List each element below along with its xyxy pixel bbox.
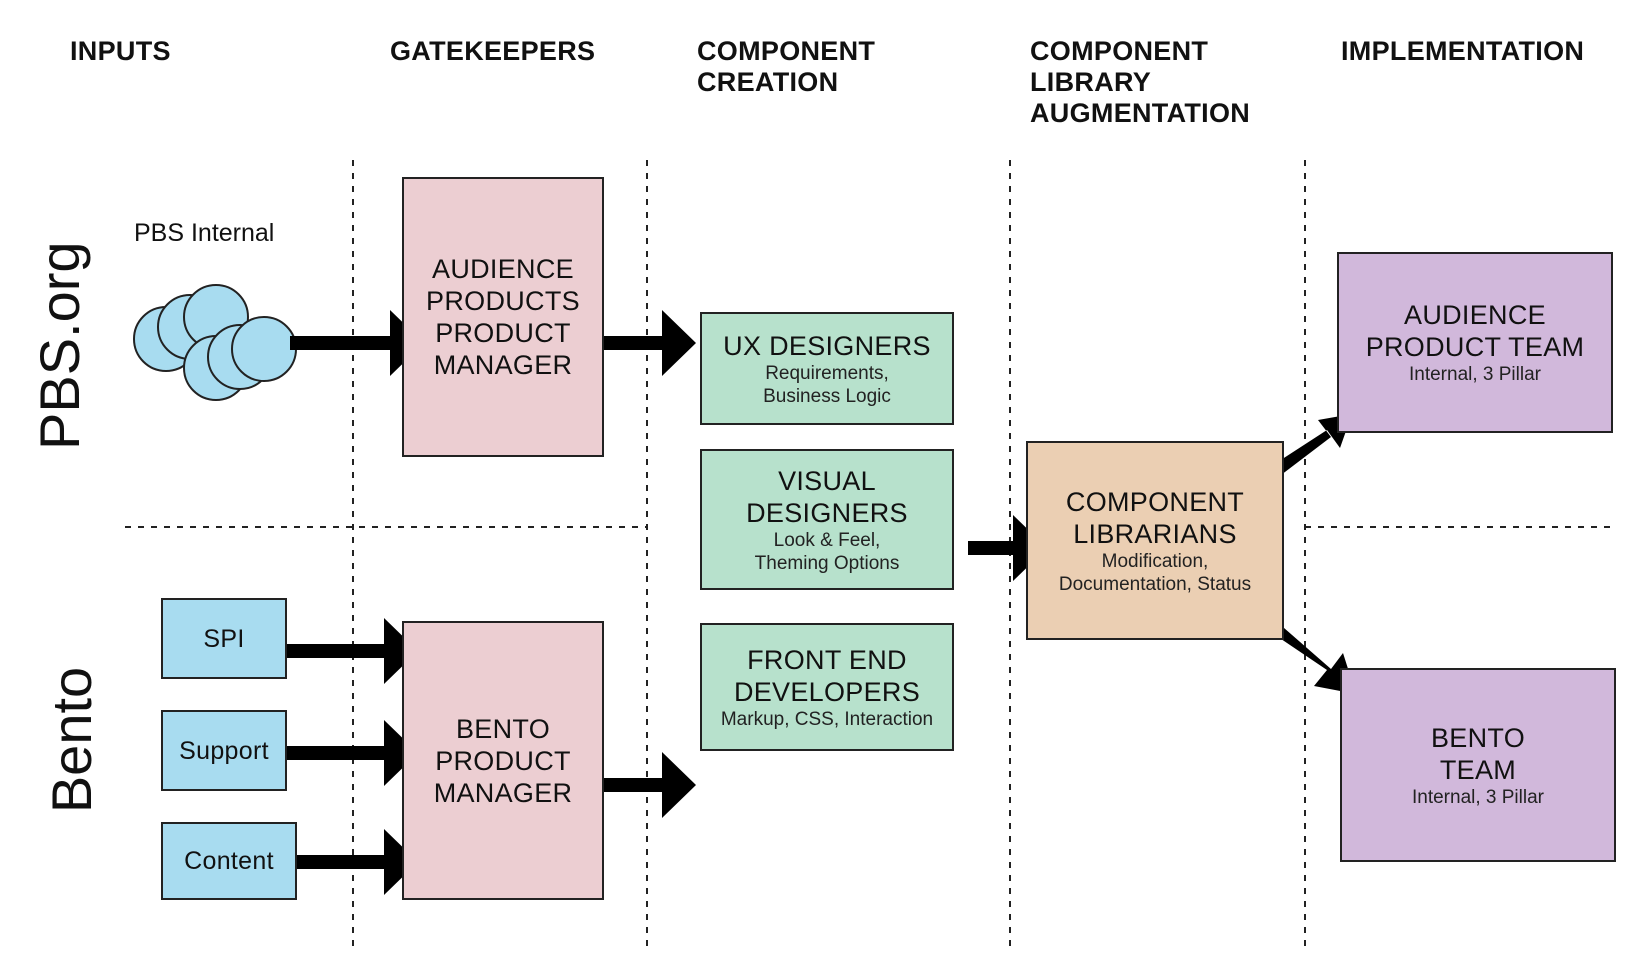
- front-end-developers: FRONT END DEVELOPERS Markup, CSS, Intera…: [700, 623, 954, 751]
- column-heading-inputs: INPUTS: [70, 36, 171, 66]
- front-end-developers-subtitle: Markup, CSS, Interaction: [720, 708, 934, 730]
- arrow-support-to-bento-pm: [278, 720, 418, 786]
- column-heading-gatekeepers: GATEKEEPERS: [390, 36, 596, 66]
- arrow-content-to-bento-pm: [278, 829, 418, 895]
- component-librarians-subtitle: Modification, Documentation, Status: [1058, 550, 1252, 595]
- ux-designers: UX DESIGNERS Requirements, Business Logi…: [700, 312, 954, 425]
- arrow-spi-to-bento-pm: [278, 618, 418, 684]
- ux-designers-title: UX DESIGNERS: [723, 330, 931, 361]
- component-librarians-title: COMPONENT LIBRARIANS: [1065, 486, 1245, 549]
- audience-products-product-manager: AUDIENCE PRODUCTS PRODUCT MANAGER: [402, 177, 604, 457]
- input-support-label: Support: [179, 736, 269, 765]
- column-heading-library-augmentation: COMPONENT LIBRARY AUGMENTATION: [1030, 36, 1251, 128]
- bento-team-subtitle: Internal, 3 Pillar: [1411, 786, 1544, 808]
- arrow-audience-pm-to-ux: [578, 310, 696, 376]
- cloud-icon: [133, 284, 297, 401]
- input-spi-label: SPI: [203, 624, 245, 653]
- column-heading-implementation: IMPLEMENTATION: [1341, 36, 1585, 66]
- visual-designers-title: VISUAL DESIGNERS: [746, 465, 908, 528]
- input-content: Content: [161, 822, 297, 900]
- input-spi: SPI: [161, 598, 287, 679]
- row-label-pbs: PBS.org: [28, 241, 91, 450]
- input-support: Support: [161, 710, 287, 791]
- arrow-cloud-to-audience-pm: [290, 310, 424, 376]
- component-librarians: COMPONENT LIBRARIANS Modification, Docum…: [1026, 441, 1284, 640]
- bento-product-manager: BENTO PRODUCT MANAGER: [402, 621, 604, 900]
- audience-product-team-subtitle: Internal, 3 Pillar: [1408, 364, 1541, 385]
- audience-product-team: AUDIENCE PRODUCT TEAM Internal, 3 Pillar: [1337, 252, 1613, 433]
- cloud-label: PBS Internal: [134, 219, 275, 247]
- front-end-developers-title: FRONT END DEVELOPERS: [733, 644, 921, 707]
- visual-designers-subtitle: Look & Feel, Theming Options: [754, 529, 900, 574]
- bento-team-title: BENTO TEAM: [1430, 722, 1526, 785]
- audience-product-team-title: AUDIENCE PRODUCT TEAM: [1365, 300, 1585, 362]
- bento-pm-title: BENTO PRODUCT MANAGER: [433, 713, 573, 808]
- visual-designers: VISUAL DESIGNERS Look & Feel, Theming Op…: [700, 449, 954, 590]
- ux-designers-subtitle: Requirements, Business Logic: [763, 362, 891, 407]
- bento-team: BENTO TEAM Internal, 3 Pillar: [1340, 668, 1616, 862]
- row-label-bento: Bento: [40, 666, 103, 814]
- arrow-bento-pm-to-creation: [578, 752, 696, 818]
- input-content-label: Content: [184, 847, 274, 875]
- column-heading-component-creation: COMPONENT CREATION: [697, 36, 876, 97]
- audience-pm-title: AUDIENCE PRODUCTS PRODUCT MANAGER: [426, 254, 580, 380]
